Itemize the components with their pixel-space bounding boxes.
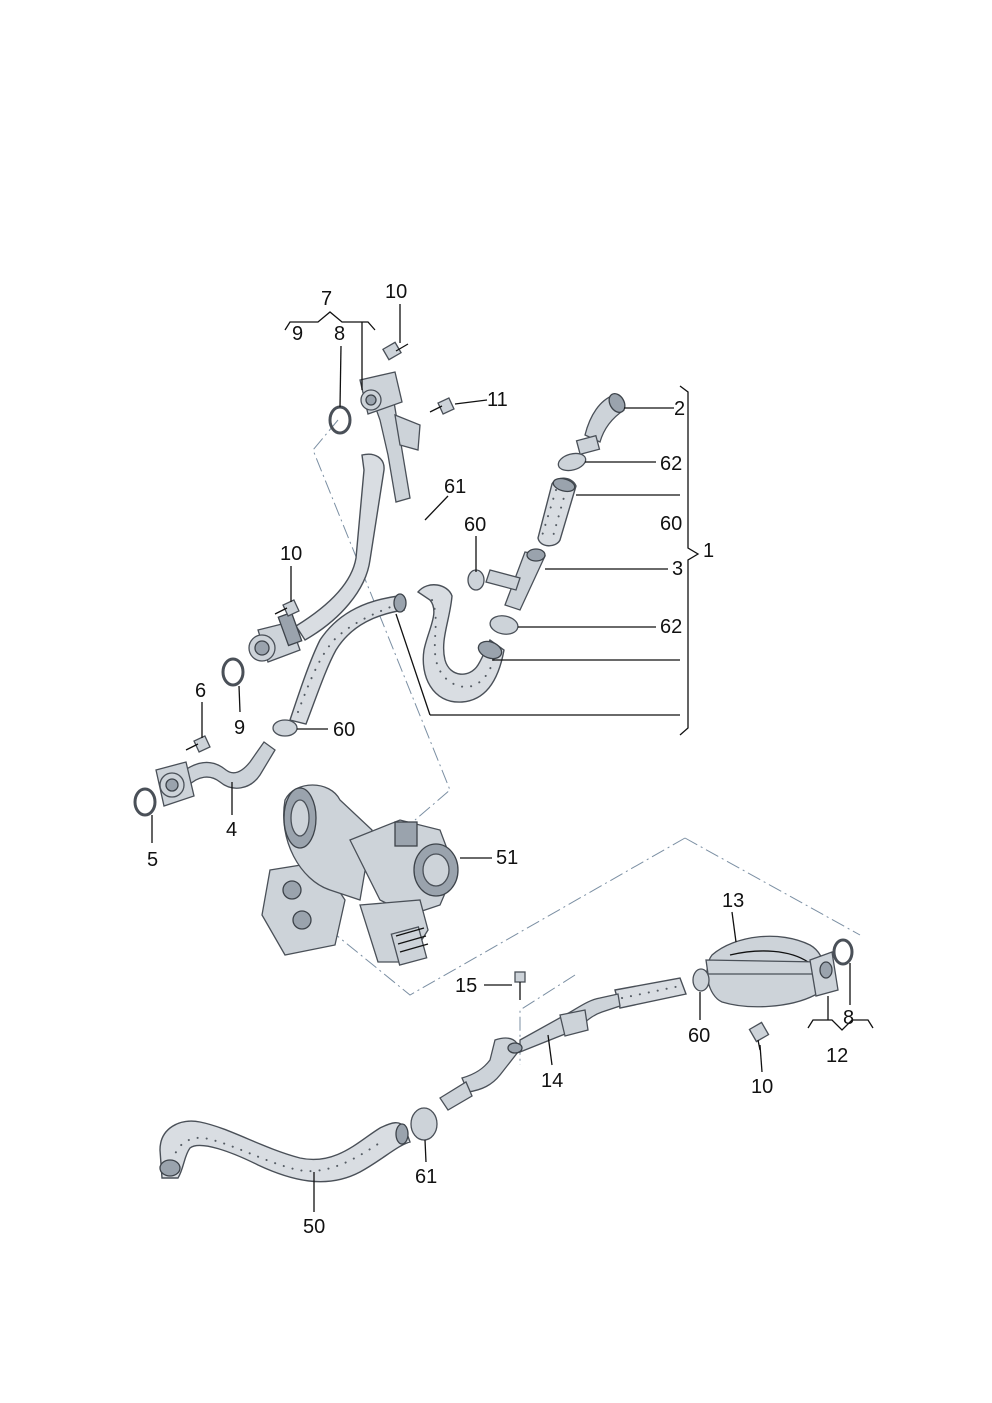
o-ring-icon (832, 938, 854, 966)
callout-label: 15 (455, 975, 477, 997)
callout-label: 14 (541, 1070, 563, 1092)
turbocharger (261, 784, 459, 966)
callout-label: 61 (444, 476, 466, 498)
callout-label: 60 (688, 1025, 710, 1047)
callout-label: 8 (843, 1007, 854, 1029)
callout-label: 51 (496, 847, 518, 869)
hose-assembly (416, 393, 626, 703)
callout-label: 10 (385, 281, 407, 303)
callout-label: 10 (280, 543, 302, 565)
callout-label: 60 (464, 514, 486, 536)
bolt-icons (185, 341, 770, 1051)
callout-label: 5 (147, 849, 158, 871)
callout-label: 61 (415, 1166, 437, 1188)
callout-label: 12 (826, 1045, 848, 1067)
callout-label: 11 (487, 389, 508, 411)
callout-label: 9 (234, 717, 245, 739)
o-ring-icon (328, 405, 352, 435)
callout-label: 6 (195, 680, 206, 702)
callout-label: 3 (672, 558, 683, 580)
callouts: 7 10 9 8 11 2 62 61 60 60 1 3 10 62 6 9 … (147, 281, 854, 1238)
callout-label: 10 (751, 1076, 773, 1098)
callout-label: 8 (334, 323, 345, 345)
upper-coolant-pipe (295, 371, 421, 641)
o-ring-icon (221, 657, 245, 687)
lower-pipe-assembly (159, 935, 839, 1183)
callout-label: 2 (674, 398, 685, 420)
callout-label: 60 (660, 513, 682, 535)
callout-label: 62 (660, 616, 682, 638)
o-ring-icons (133, 405, 854, 966)
bolt-icon (429, 397, 455, 415)
left-flanged-pipe (248, 611, 303, 663)
o-ring-icon (133, 787, 157, 817)
callout-label: 62 (660, 453, 682, 475)
leader-lines (151, 304, 874, 1212)
long-left-hose (272, 593, 407, 737)
callout-label: 1 (703, 540, 714, 562)
bolt-icon (382, 341, 409, 361)
callout-label: 9 (292, 323, 303, 345)
callout-label: 7 (321, 288, 332, 310)
callout-label: 13 (722, 890, 744, 912)
bolt-icon (185, 735, 211, 753)
bent-pipe (155, 741, 276, 807)
bolt-icon (748, 1021, 770, 1051)
callout-label: 50 (303, 1216, 325, 1238)
callout-label: 4 (226, 819, 237, 841)
callout-label: 60 (333, 719, 355, 741)
bolt-icon (514, 971, 526, 1000)
bolt-icon (274, 599, 300, 617)
